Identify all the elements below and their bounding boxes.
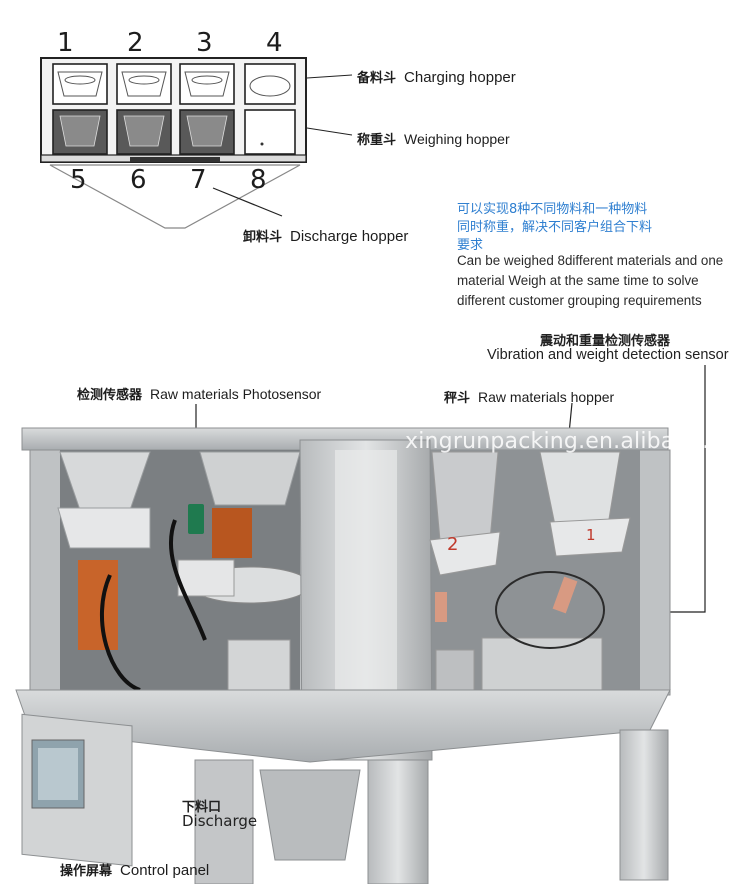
hopper-mark: 2 xyxy=(447,534,459,555)
hopper-number: 2 xyxy=(127,28,144,58)
note-cn-line: 要求 xyxy=(457,238,484,253)
hopper-number: 6 xyxy=(130,165,147,195)
hopper-number: 1 xyxy=(57,28,74,58)
watermark: xingrunpacking.en.alibaba.com xyxy=(405,429,737,454)
vibration-sensor-cn: 震动和重量检测传感器 xyxy=(540,334,671,349)
note-cn-line: 同时称重，解决不同客户组合下料 xyxy=(457,220,653,235)
hopper-number: 4 xyxy=(266,28,283,58)
weigher-machine-illustration xyxy=(15,365,706,884)
hopper-number: 5 xyxy=(70,165,87,195)
discharge-label-en: Discharge xyxy=(182,812,258,830)
hopper-schematic xyxy=(40,57,353,229)
vibration-sensor-en: Vibration and weight detection sensor xyxy=(487,347,729,363)
hopper-mark: 1 xyxy=(586,526,596,544)
note-en-line: material Weigh at the same time to solve xyxy=(457,273,699,288)
discharge-label-cn: 下料口 xyxy=(182,800,222,815)
note-cn-line: 可以实现8种不同物料和一种物料 xyxy=(457,202,648,217)
note-en-line: Can be weighed 8different materials and … xyxy=(457,253,724,268)
hopper-number: 3 xyxy=(196,28,213,58)
note-en-line: different customer grouping requirements xyxy=(457,293,702,308)
hopper-number: 7 xyxy=(190,165,207,195)
hopper-number: 8 xyxy=(250,165,267,195)
